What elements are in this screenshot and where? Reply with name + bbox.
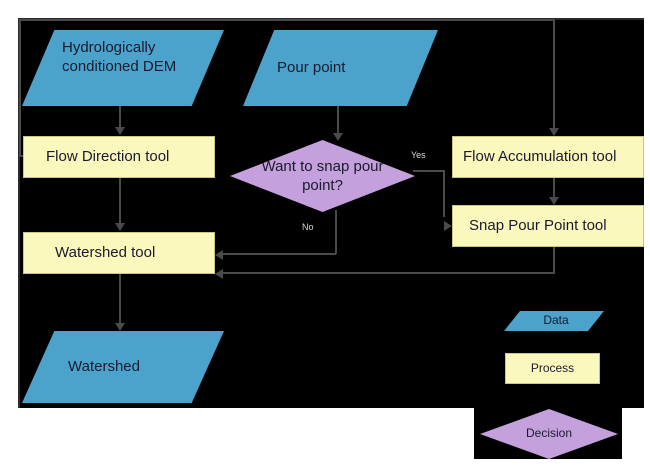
connector-pourpoint-to-decision [337, 106, 339, 134]
connector-flowdirection-to-watershedtool [119, 178, 121, 224]
edge-label-no: No [302, 222, 314, 232]
connector-left-rail [19, 19, 21, 157]
node-label: Hydrologically conditioned DEM [62, 39, 177, 76]
legend-label: Process [530, 360, 575, 375]
arrowhead-to-flow-accumulation [549, 128, 559, 136]
arrowhead-to-decision [333, 133, 343, 141]
node-flow-accumulation-tool[interactable]: Flow Accumulation tool [452, 136, 644, 178]
arrowhead-to-flow-direction [115, 127, 125, 135]
legend-item-process: Process [505, 353, 600, 384]
connector-flowaccum-to-snap [553, 178, 555, 198]
node-label: Want to snap pour point? [261, 157, 384, 194]
legend-label: Decision [525, 426, 573, 441]
node-label: Flow Direction tool [46, 148, 170, 166]
connector-yes-horizontal [413, 170, 445, 172]
node-watershed[interactable]: Watershed [22, 331, 224, 403]
arrowhead-to-watershed-tool [115, 223, 125, 231]
arrowhead-to-watershed [115, 323, 125, 331]
arrowhead-to-snap-pour-point [549, 197, 559, 205]
connector-rail-down-to-flow-accum [553, 19, 555, 128]
node-label: Snap Pour Point tool [469, 217, 607, 235]
node-watershed-tool[interactable]: Watershed tool [23, 232, 215, 274]
connector-no-horizontal [222, 253, 336, 255]
connector-no-vertical [335, 210, 337, 254]
connector-watershedtool-to-watershed [119, 274, 121, 324]
node-label: Pour point [277, 59, 346, 77]
node-snap-pour-point-tool[interactable]: Snap Pour Point tool [452, 205, 644, 247]
arrowhead-no-into-watershed-tool [215, 250, 223, 260]
legend-item-data: Data [504, 311, 604, 331]
connector-snap-horizontal [222, 272, 555, 274]
node-flow-direction-tool[interactable]: Flow Direction tool [23, 136, 215, 178]
node-label: Watershed [68, 358, 140, 376]
arrowhead-snap-into-watershed-tool [215, 269, 223, 279]
connector-yes-vertical [443, 170, 445, 217]
legend-label: Data [543, 313, 569, 328]
node-label: Flow Accumulation tool [463, 148, 617, 166]
node-label: Watershed tool [55, 244, 156, 262]
connector-snap-vertical [553, 247, 555, 274]
connector-dem-to-flow-direction [119, 106, 121, 128]
node-pour-point[interactable]: Pour point [243, 30, 438, 106]
edge-label-yes: Yes [411, 150, 426, 160]
arrowhead-yes-into-snap [444, 221, 452, 231]
connector-top-rail [19, 19, 555, 21]
node-hydrologically-conditioned-dem[interactable]: Hydrologically conditioned DEM [22, 30, 224, 106]
